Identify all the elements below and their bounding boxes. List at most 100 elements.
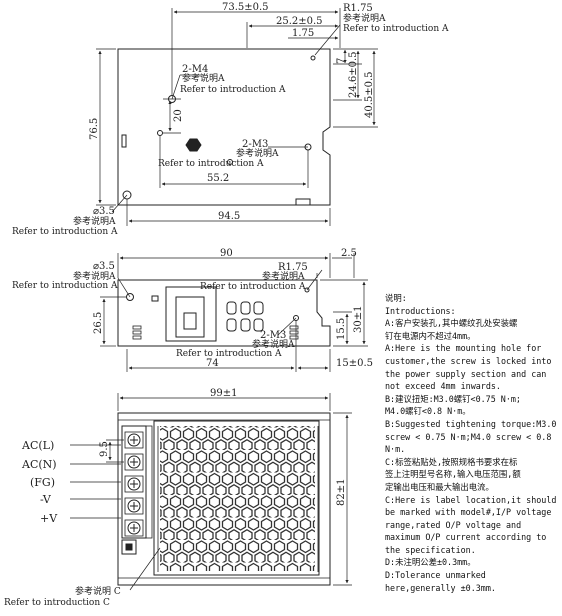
notes-line: C:标签粘贴处,按照规格书要求在标 bbox=[385, 456, 518, 467]
top-view-small-hole bbox=[227, 159, 233, 165]
notes-line: the power supply section and can bbox=[385, 368, 547, 379]
notes-line: A:Here is the mounting hole for bbox=[385, 343, 542, 354]
terminal-label-pos: +V bbox=[40, 512, 58, 525]
notes-title: 说明: bbox=[385, 293, 407, 303]
dim-side-mid: 24.6±0.5 bbox=[348, 51, 359, 98]
side-view-r-hole bbox=[304, 287, 310, 293]
terminal-label-acn: AC(N) bbox=[21, 458, 57, 471]
ref-a-cn: 参考说明A bbox=[73, 270, 116, 282]
side-view-connector-inner bbox=[175, 296, 205, 338]
side-view-m3-hole bbox=[293, 315, 299, 321]
hex-vent-grid bbox=[160, 426, 315, 571]
dim-side-height: 26.5 bbox=[93, 312, 104, 334]
dim-bottom-width: 94.5 bbox=[218, 211, 240, 222]
dim-side-hole: ⌀3.5 bbox=[93, 261, 115, 272]
dim-side-small: 15.5 bbox=[336, 318, 347, 340]
label-m3: 2-M3 bbox=[242, 139, 268, 150]
ref-a-en: Refer to introduction A bbox=[343, 24, 449, 34]
notes-line: be marked with model#,I/P voltage bbox=[385, 507, 552, 518]
vent-slot bbox=[253, 318, 264, 332]
notes-line: M4.0螺钉<0.8 N·m。 bbox=[385, 406, 471, 417]
ref-a-en: Refer to introduction A bbox=[176, 349, 282, 359]
notes-line: screw < 0.75 N·m;M4.0 screw < 0.8 bbox=[385, 431, 552, 442]
dim-side-small: 7 bbox=[336, 58, 347, 64]
top-view-slot bbox=[295, 198, 311, 206]
side-view-outline bbox=[117, 279, 331, 347]
vent-slot bbox=[253, 301, 264, 315]
notes-line: 签上注明型号名称,输入电压范围,额 bbox=[385, 469, 521, 480]
dim-side-radius: R1.75 bbox=[278, 262, 308, 273]
notes-line: B:Suggested tightening torque:M3.0 bbox=[385, 418, 557, 429]
dim-front-width: 99±1 bbox=[210, 388, 237, 399]
notes-line: Introductions: bbox=[385, 305, 456, 316]
ref-a-cn: 参考说明A bbox=[73, 215, 116, 227]
notes-line: here,generally ±0.3mm. bbox=[385, 582, 496, 593]
notes-line: A:客户安装孔,其中螺纹孔处安装螺 bbox=[385, 318, 518, 329]
dim-side-bottom: 74 bbox=[206, 358, 219, 369]
ref-a-cn: 参考说明A bbox=[182, 72, 225, 84]
dim-side-total-height: 30±1 bbox=[353, 306, 364, 333]
notes-line: maximum O/P current according to bbox=[385, 532, 547, 543]
top-view-outline bbox=[117, 48, 331, 206]
ref-c-en: Refer to introduction C bbox=[4, 598, 110, 608]
front-view bbox=[70, 393, 352, 591]
dim-inner-horizontal: 55.2 bbox=[207, 173, 229, 184]
label-m4: 2-M4 bbox=[182, 64, 208, 75]
notes-line: not exceed 4mm inwards. bbox=[385, 381, 501, 392]
ref-a-en: Refer to introduction A bbox=[158, 159, 264, 169]
dim-left-height: 76.5 bbox=[89, 118, 100, 140]
side-view-connector-pin bbox=[183, 312, 197, 330]
top-view-small-hole bbox=[157, 130, 163, 136]
side-view bbox=[100, 253, 368, 372]
label-side-m3: 2-M3 bbox=[260, 330, 286, 341]
notes-line: B:建议扭矩:M3.0螺钉<0.75 N·m; bbox=[385, 393, 521, 404]
notes-line: D:未注明公差±0.3mm。 bbox=[385, 557, 476, 568]
notes-line: N·m. bbox=[385, 444, 406, 455]
terminal-label-neg: -V bbox=[40, 493, 52, 506]
adjust-pot bbox=[121, 539, 137, 555]
terminal-screws bbox=[124, 431, 144, 537]
ref-a-cn: 参考说明A bbox=[343, 12, 386, 24]
dim-top-radius: R1.75 bbox=[343, 3, 373, 14]
top-view-corner-hole bbox=[310, 55, 316, 61]
dim-side-bottom-right: 15±0.5 bbox=[336, 358, 373, 369]
side-view-hole bbox=[126, 293, 134, 301]
front-view-labels: 99±1 82±1 9.5 AC(L) AC(N) (FG) -V +V 参考说… bbox=[4, 388, 347, 608]
dim-side-end: 2.5 bbox=[341, 248, 357, 259]
dim-front-height: 82±1 bbox=[336, 479, 347, 506]
dim-top-width: 73.5±0.5 bbox=[222, 2, 269, 13]
dim-side-length: 90 bbox=[220, 248, 233, 259]
label-area bbox=[153, 420, 320, 576]
notes-line: the specification. bbox=[385, 544, 476, 555]
introductions-notes: 说明: Introductions: A:客户安装孔,其中螺纹孔处安装螺 钉在电… bbox=[385, 292, 557, 594]
ref-a-en: Refer to introduction A bbox=[12, 227, 118, 237]
terminal-label-fg: (FG) bbox=[30, 476, 55, 489]
top-view-hex-nut bbox=[185, 138, 202, 152]
dim-hole: ⌀3.5 bbox=[93, 206, 115, 217]
ref-a-cn: 参考说明A bbox=[236, 147, 279, 159]
side-view-mark bbox=[151, 295, 159, 302]
top-view bbox=[96, 8, 378, 226]
vent-slot bbox=[226, 318, 237, 332]
vent-slot bbox=[240, 318, 251, 332]
side-view-labels: 90 2.5 ⌀3.5 参考说明A Refer to introduction … bbox=[12, 248, 373, 369]
dim-inner-vertical: 20 bbox=[173, 109, 184, 122]
dim-terminal-pitch: 9.5 bbox=[99, 441, 110, 457]
top-view-notch-left bbox=[121, 134, 127, 148]
dim-side-long: 40.5±0.5 bbox=[364, 71, 375, 118]
vent-slot bbox=[240, 301, 251, 315]
notes-line: D:Tolerance unmarked bbox=[385, 570, 486, 581]
notes-line: 钉在电源内不超过4mm。 bbox=[385, 330, 476, 341]
notes-line: customer,the screw is locked into bbox=[385, 355, 552, 366]
ref-a-en: Refer to introduction A bbox=[200, 282, 306, 292]
ref-a-cn: 参考说明A bbox=[262, 270, 305, 282]
top-view-labels: 73.5±0.5 25.2±0.5 1.75 R1.75 参考说明A Refer… bbox=[12, 2, 449, 237]
notes-line: C:Here is label location,it should bbox=[385, 494, 557, 505]
dim-top-mid: 25.2±0.5 bbox=[276, 16, 323, 27]
terminal-label-acl: AC(L) bbox=[21, 439, 54, 452]
ref-c-cn: 参考说明 C bbox=[75, 585, 121, 597]
ref-a-en: Refer to introduction A bbox=[12, 281, 118, 291]
notes-line: 定输出电压和最大输出电流。 bbox=[385, 481, 494, 492]
side-view-connector bbox=[165, 286, 217, 342]
